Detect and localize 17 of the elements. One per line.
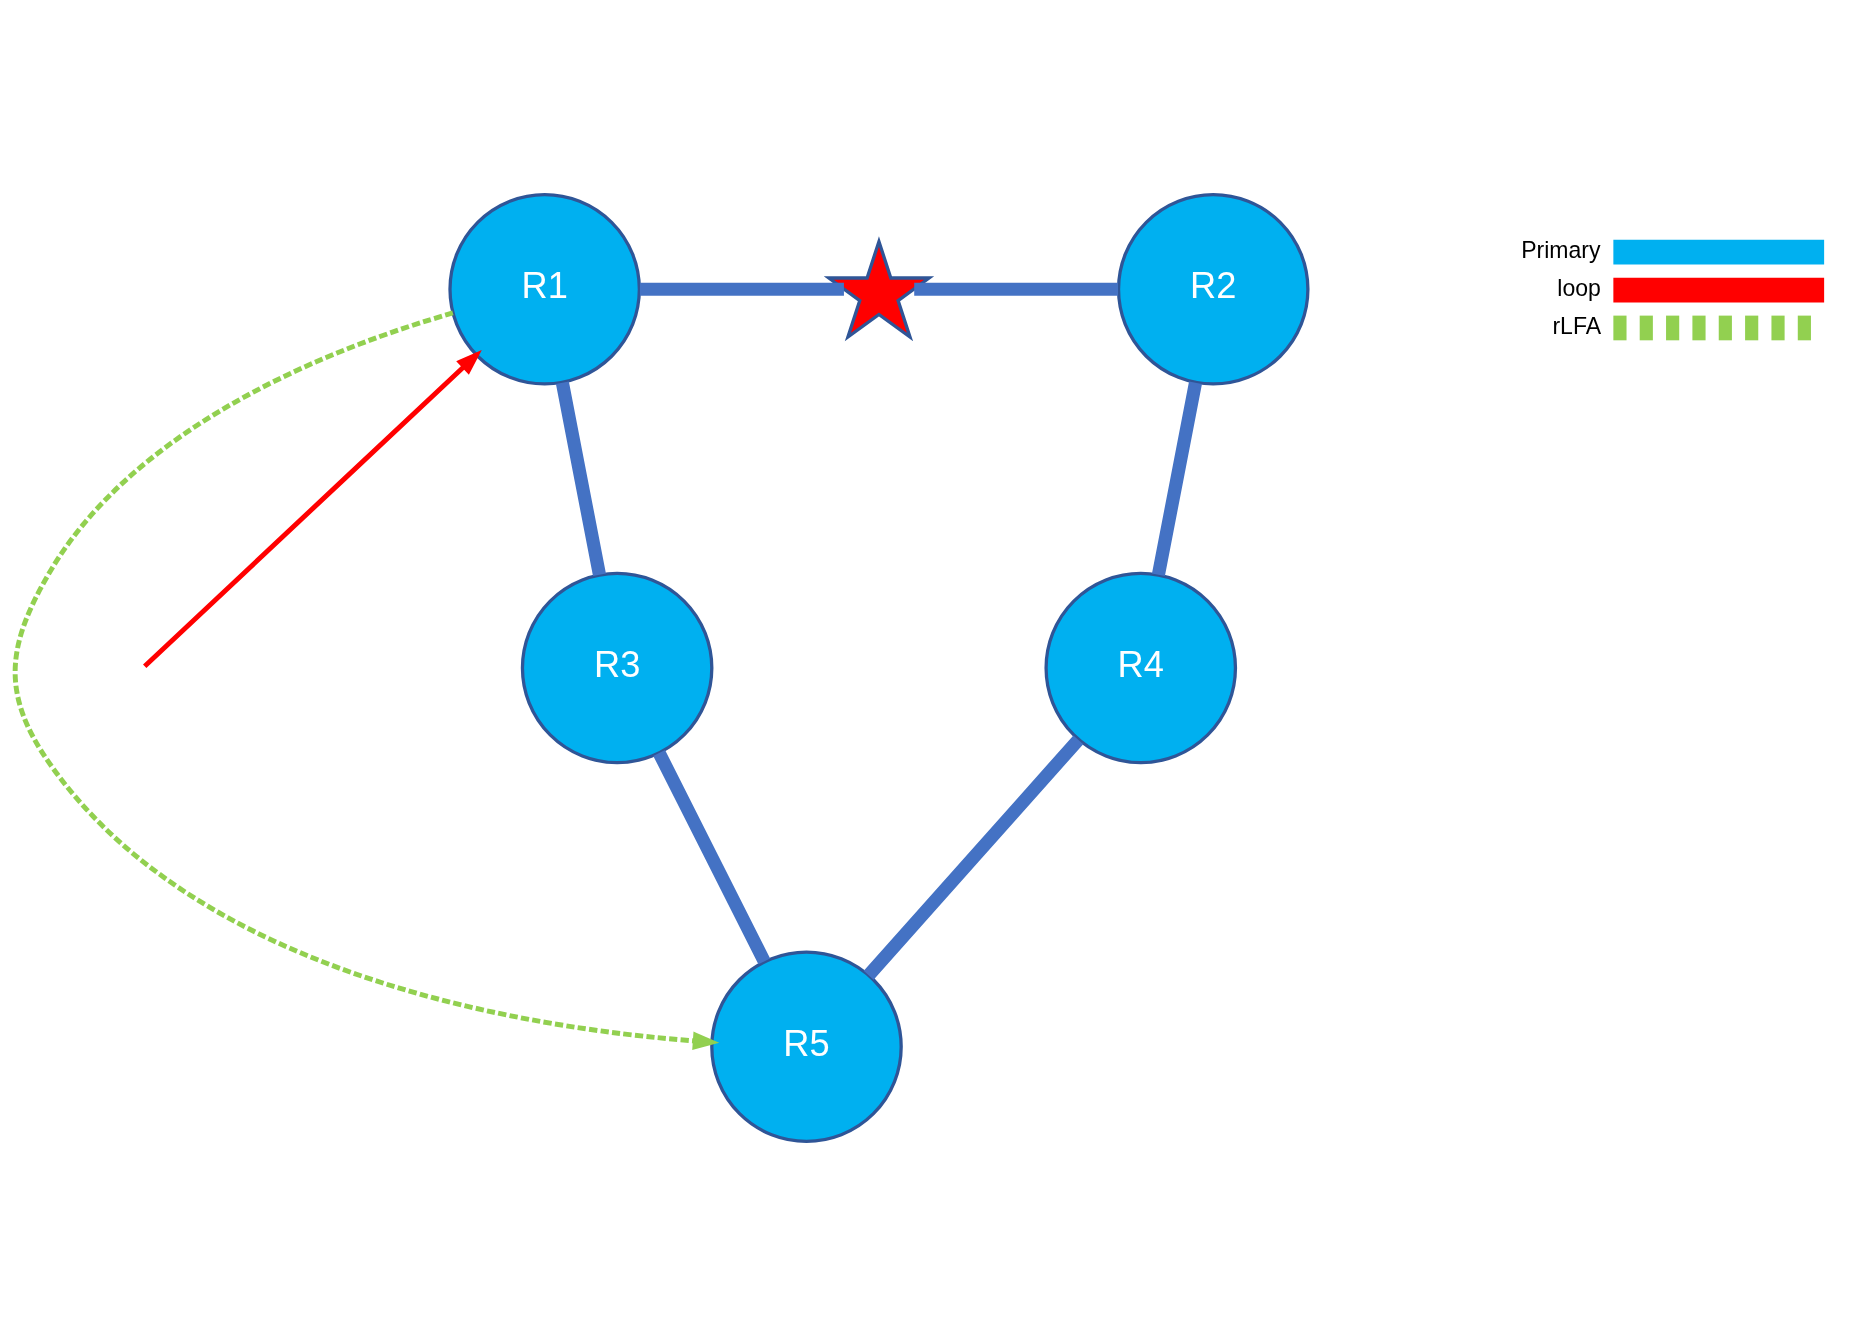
- connector: [653, 750, 771, 965]
- node-star: [823, 236, 935, 342]
- node-circle: R4: [1044, 571, 1238, 765]
- connector: [1151, 381, 1202, 577]
- legend-label: rLFA: [1552, 313, 1602, 340]
- connector: [555, 381, 606, 577]
- legend-label: Primary: [1521, 237, 1601, 264]
- connector: [863, 735, 1084, 980]
- arrow: [143, 349, 482, 668]
- connector: [914, 282, 1119, 296]
- node-circle: R5: [710, 950, 903, 1144]
- legend-label: loop: [1557, 275, 1601, 302]
- arrow: [12, 310, 720, 1050]
- connector: [640, 282, 844, 296]
- node-circle: R3: [520, 571, 714, 765]
- node-circle: R2: [1116, 192, 1310, 386]
- node-circle: R1: [448, 192, 641, 386]
